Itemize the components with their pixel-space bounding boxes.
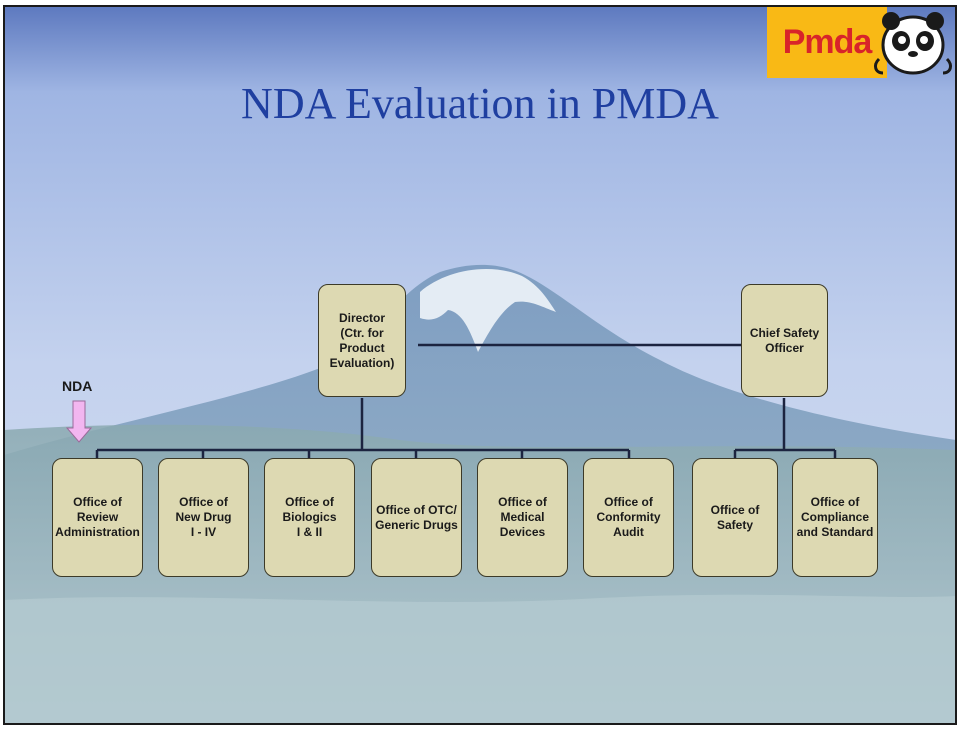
pmda-logo: Pmda bbox=[767, 7, 956, 78]
panda-icon bbox=[874, 12, 952, 75]
logo-text: Pmda bbox=[782, 23, 873, 61]
node-office-review-administration: Office of Review Administration bbox=[52, 458, 143, 577]
slide-frame bbox=[3, 5, 957, 725]
slide-title: NDA Evaluation in PMDA bbox=[241, 79, 719, 128]
node-office-otc-generic: Office of OTC/ Generic Drugs bbox=[371, 458, 462, 577]
node-office-conformity-audit: Office of Conformity Audit bbox=[583, 458, 674, 577]
nda-label: NDA bbox=[62, 378, 93, 394]
node-office-biologics: Office of Biologics I & II bbox=[264, 458, 355, 577]
node-director: Director (Ctr. for Product Evaluation) bbox=[318, 284, 406, 397]
node-office-compliance-standard: Office of Compliance and Standard bbox=[792, 458, 878, 577]
node-office-medical-devices: Office of Medical Devices bbox=[477, 458, 568, 577]
logo-wordmark: Pmda bbox=[767, 7, 887, 78]
node-office-new-drug: Office of New Drug I - IV bbox=[158, 458, 249, 577]
connector-lines bbox=[95, 343, 837, 458]
nda-arrow-icon bbox=[65, 400, 93, 443]
foreground-mist bbox=[4, 594, 956, 724]
node-chief-safety-officer: Chief Safety Officer bbox=[741, 284, 828, 397]
mountain-snow bbox=[420, 269, 556, 352]
node-office-safety: Office of Safety bbox=[692, 458, 778, 577]
